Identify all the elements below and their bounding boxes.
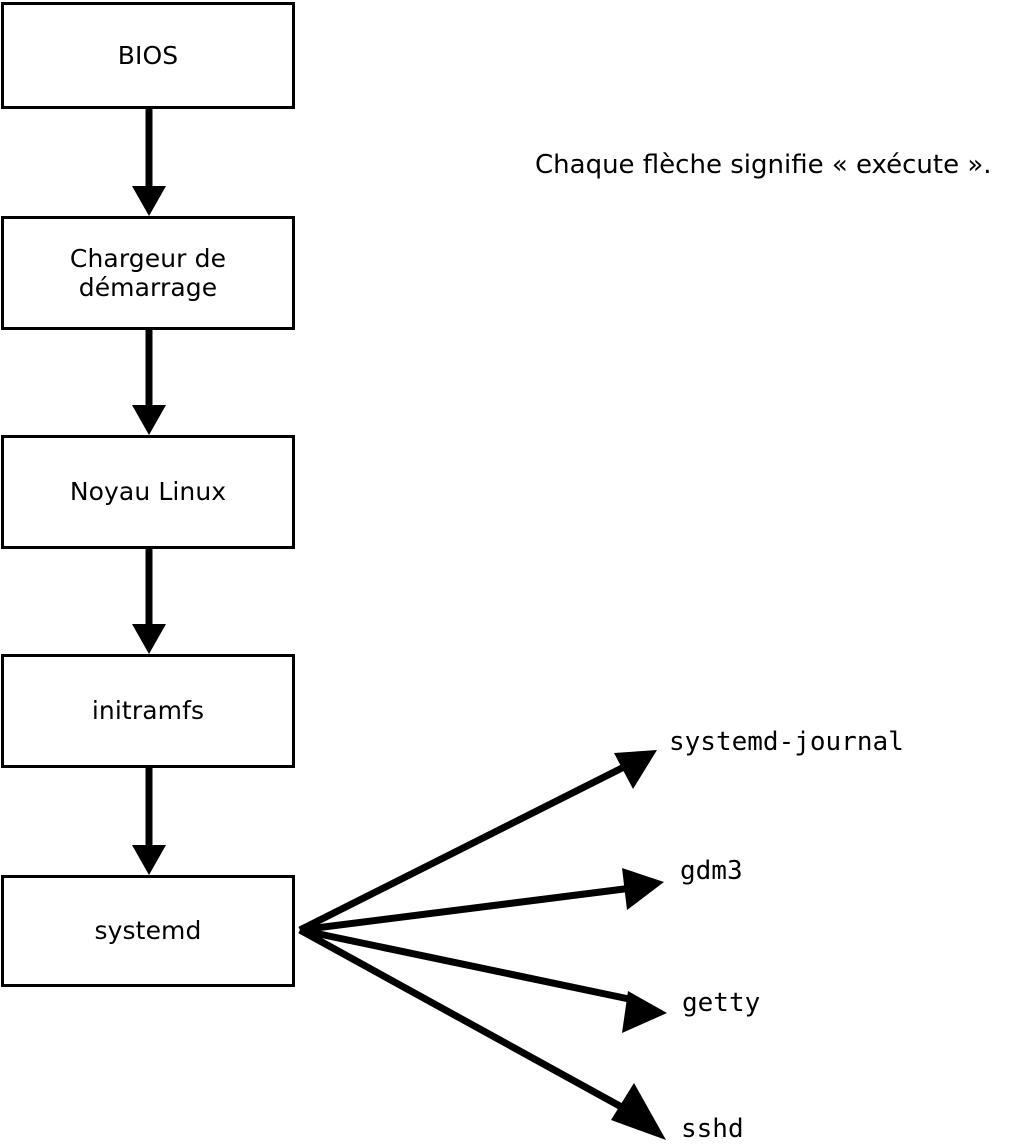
node-box-bootloader[interactable]: Chargeur de démarrage — [1, 216, 295, 330]
diagram-caption: Chaque flèche signifie « exécute ». — [535, 150, 992, 180]
node-label-initramfs: initramfs — [91, 696, 205, 726]
arrow-bios-to-bootloader — [132, 109, 166, 216]
node-box-systemd[interactable]: systemd — [1, 875, 295, 987]
arrow-kernel-to-initramfs — [132, 549, 166, 654]
node-box-kernel[interactable]: Noyau Linux — [1, 435, 295, 549]
node-label-kernel: Noyau Linux — [69, 477, 227, 507]
arrow-systemd-to-sshd — [298, 926, 666, 1140]
arrow-systemd-to-getty — [299, 926, 667, 1033]
node-label-bios: BIOS — [117, 40, 179, 70]
service-label-getty: getty — [682, 988, 761, 1018]
node-label-systemd: systemd — [94, 916, 202, 946]
service-label-systemd-journal: systemd-journal — [669, 727, 904, 757]
arrow-bootloader-to-kernel — [132, 330, 166, 435]
node-box-initramfs[interactable]: initramfs — [1, 654, 295, 768]
node-box-bios[interactable]: BIOS — [1, 2, 295, 109]
service-label-gdm3: gdm3 — [680, 856, 743, 886]
arrow-initramfs-to-systemd — [132, 768, 166, 875]
node-label-bootloader: Chargeur de démarrage — [69, 243, 227, 303]
arrow-systemd-to-systemd-journal — [298, 750, 657, 934]
arrow-systemd-to-gdm3 — [299, 868, 664, 934]
service-label-sshd: sshd — [681, 1114, 744, 1144]
